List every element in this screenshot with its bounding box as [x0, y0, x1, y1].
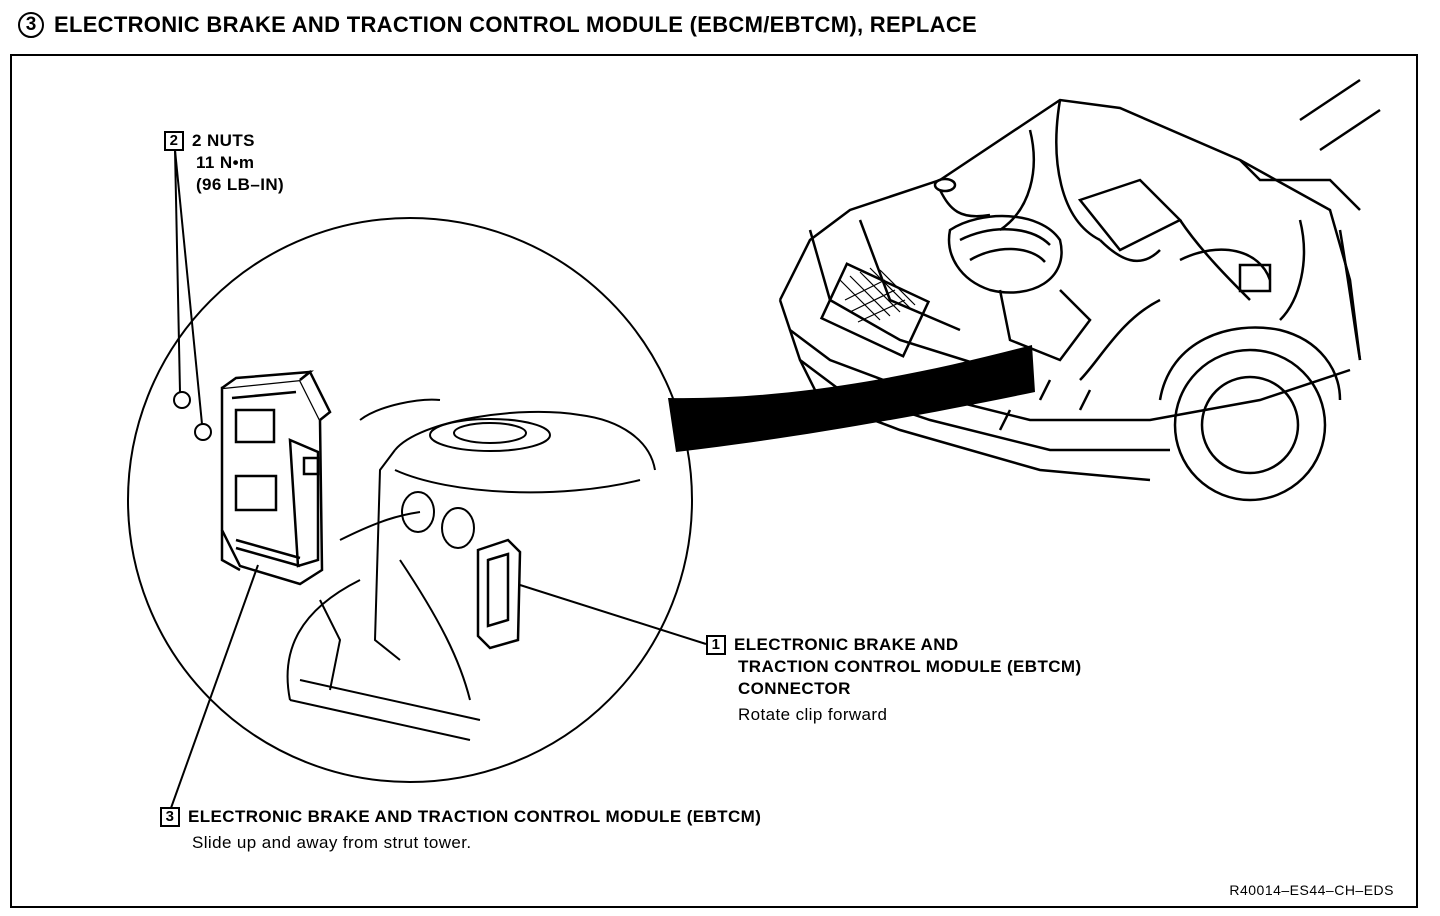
detail-view-circle	[127, 217, 693, 783]
strut-tower-drawing	[286, 398, 656, 741]
module-leader-line	[170, 564, 259, 809]
diagram-frame	[10, 54, 1418, 908]
module-instruction: Slide up and away from strut tower.	[192, 833, 472, 852]
vehicle-front-drawing	[778, 78, 1381, 502]
nuts-torque-imperial: (96 LB–IN)	[196, 175, 285, 194]
ebtcm-module-drawing	[220, 370, 332, 586]
callout-number-2: 2	[164, 130, 184, 151]
page-title: ELECTRONIC BRAKE AND TRACTION CONTROL MO…	[54, 12, 977, 37]
callout-module: 3 ELECTRONIC BRAKE AND TRACTION CONTROL M…	[160, 806, 761, 854]
nut-drawings	[173, 391, 212, 441]
detail-connector-band	[668, 345, 1035, 452]
nuts-torque-metric: 11 N•m	[196, 153, 255, 172]
connector-instruction: Rotate clip forward	[738, 705, 888, 724]
connector-label-line3: CONNECTOR	[738, 679, 851, 698]
reference-code: R40014–ES44–CH–EDS	[1229, 882, 1394, 898]
nuts-leader-lines	[174, 149, 203, 425]
grille-hatch	[839, 267, 916, 323]
connector-label-line2: TRACTION CONTROL MODULE (EBTCM)	[738, 657, 1082, 676]
callout-connector: 1 ELECTRONIC BRAKE AND TRACTION CONTROL M…	[706, 634, 1082, 726]
page-header: 3 ELECTRONIC BRAKE AND TRACTION CONTROL …	[18, 8, 977, 42]
connector-label-line1: ELECTRONIC BRAKE AND	[734, 635, 959, 654]
callout-nuts: 2 2 NUTS 11 N•m (96 LB–IN)	[164, 130, 284, 196]
ebtcm-connector-drawing	[476, 538, 522, 650]
callout-number-1: 1	[706, 634, 726, 655]
step-number-badge: 3	[18, 12, 44, 38]
nuts-label: 2 NUTS	[192, 131, 255, 150]
module-label: ELECTRONIC BRAKE AND TRACTION CONTROL MO…	[188, 807, 762, 826]
callout-number-3: 3	[160, 806, 180, 827]
connector-leader-line	[519, 584, 707, 645]
